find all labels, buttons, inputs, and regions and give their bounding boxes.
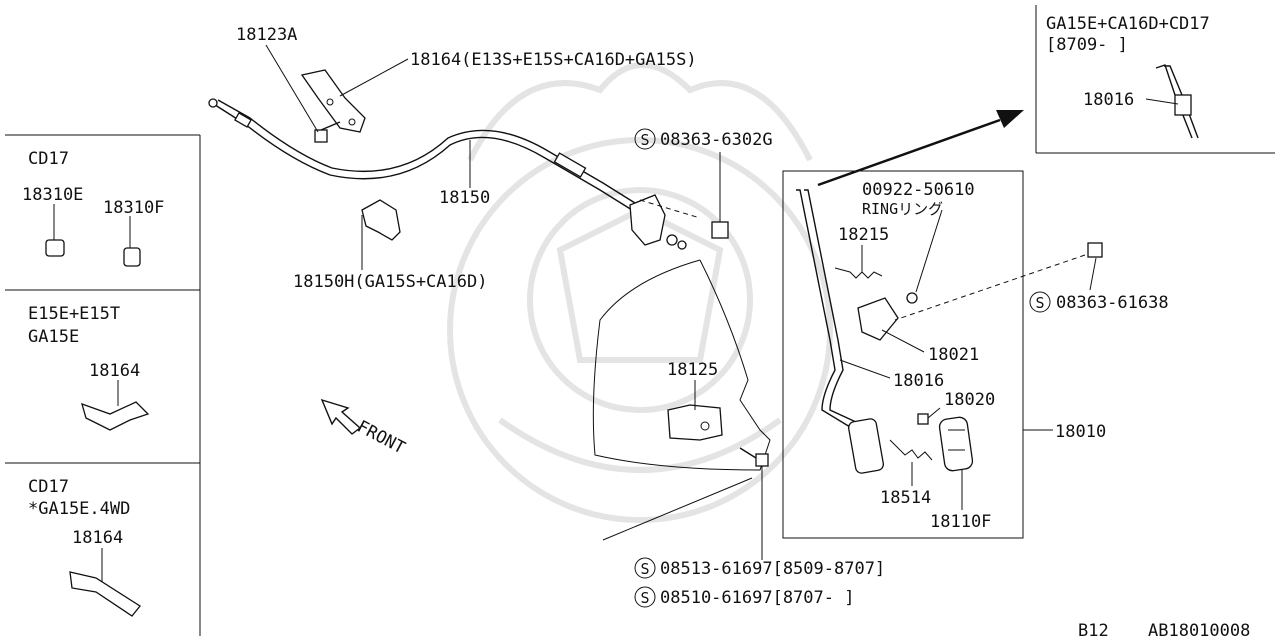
s-symbol-4: S <box>640 589 649 607</box>
panel2-header-line2: GA15E <box>28 327 79 347</box>
label-18164-main: 18164(E13S+E15S+CA16D+GA15S) <box>410 50 697 70</box>
s-symbol-1: S <box>640 131 649 149</box>
cable-bracket <box>629 194 729 250</box>
spring-18215 <box>834 267 883 279</box>
firewall-outline <box>592 259 771 471</box>
label-18110F: 18110F <box>930 512 991 532</box>
throttle-cable <box>208 98 644 216</box>
label-08510: 08510-61697[8707- ] <box>660 588 854 608</box>
clip-18150H <box>361 199 401 241</box>
arrow-to-inset-icon <box>817 110 1024 187</box>
panel1-part-1: 18310E <box>22 185 83 205</box>
pedal-assembly-frame <box>782 170 1024 539</box>
bolt-08363-61638 <box>894 242 1103 321</box>
spring-18514 <box>889 439 933 461</box>
label-ring-pn: 00922-50610 <box>862 180 975 200</box>
label-18016: 18016 <box>893 371 944 391</box>
panel3-header-line1: CD17 <box>28 477 69 497</box>
left-panel-parts-drawings <box>45 239 150 617</box>
bracket-18125 <box>667 404 723 441</box>
inset-frame <box>1035 5 1275 154</box>
inset-title-line1: GA15E+CA16D+CD17 <box>1046 14 1210 34</box>
footer-diagram-code: AB18010008 <box>1148 621 1250 638</box>
label-18150H: 18150H(GA15S+CA16D) <box>293 272 487 292</box>
left-panel-frames <box>5 134 201 636</box>
panel3-part: 18164 <box>72 528 123 548</box>
bolt-18123A <box>314 121 341 143</box>
accelerator-lever <box>796 189 885 474</box>
s-symbol-3: S <box>640 560 649 578</box>
label-18123A: 18123A <box>236 25 297 45</box>
s-symbol-icons: S S S S <box>634 128 1051 608</box>
label-ring-name: RINGリング <box>862 200 943 218</box>
stopper-18021 <box>857 297 899 341</box>
panel2-header-line1: E15E+E15T <box>28 304 120 324</box>
panel1-part-2: 18310F <box>103 198 164 218</box>
stopper-18020 <box>917 413 929 425</box>
ring-00922 <box>906 292 918 304</box>
label-18021: 18021 <box>928 345 979 365</box>
panel1-header: CD17 <box>28 149 69 169</box>
label-18010: 18010 <box>1055 422 1106 442</box>
label-18125: 18125 <box>667 360 718 380</box>
pedal-pad-18110F <box>938 416 974 472</box>
label-08513: 08513-61697[8509-8707] <box>660 559 885 579</box>
label-08363-61638: 08363-61638 <box>1056 293 1169 313</box>
watermark-emblem <box>447 62 833 523</box>
front-arrow-icon <box>320 398 362 435</box>
leader-lines <box>53 44 1179 582</box>
leader-08513 <box>602 477 753 541</box>
inset-part-label: 18016 <box>1083 90 1134 110</box>
panel2-part: 18164 <box>89 361 140 381</box>
screw-08513 <box>739 447 769 467</box>
panel3-header-line2: *GA15E.4WD <box>28 499 130 519</box>
inset-title-line2: [8709- ] <box>1046 35 1128 55</box>
label-18514: 18514 <box>880 488 931 508</box>
label-18215: 18215 <box>838 225 889 245</box>
label-08363-6302G: 08363-6302G <box>660 130 773 150</box>
label-18150: 18150 <box>439 188 490 208</box>
label-18020: 18020 <box>944 390 995 410</box>
inset-lever-18016 <box>1155 64 1199 139</box>
footer-model: B12 <box>1078 621 1109 638</box>
bracket-18164 <box>300 69 366 133</box>
s-symbol-2: S <box>1035 294 1044 312</box>
label-front: FRONT <box>354 417 409 459</box>
